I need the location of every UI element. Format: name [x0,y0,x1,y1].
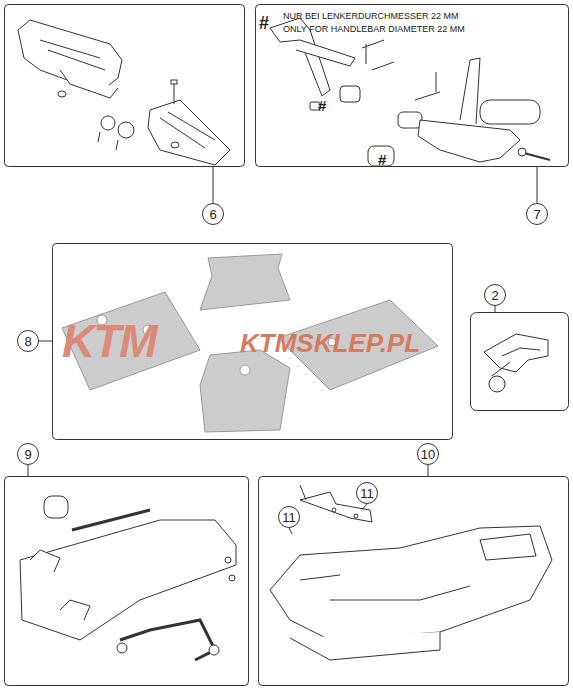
callout-circle: 11 [278,506,300,528]
hand-guard-kit [18,20,230,165]
callout-circle: 8 [17,330,39,352]
callout-circle: 7 [526,203,548,225]
callout-number: 6 [209,208,216,221]
watermark: KTM [62,318,156,364]
panel [259,477,569,686]
chain-guide-part [484,334,548,392]
panel [256,5,569,167]
decal-kit [62,254,438,432]
callout-number: 2 [491,289,498,302]
note-text: ONLY FOR HANDLEBAR DIAMETER 22 MM [283,25,465,34]
note-marker: # [259,14,269,32]
panel [471,313,569,411]
skid-plate-kit-10 [270,485,552,660]
callout-number: 11 [282,511,296,524]
callout-number: 10 [421,448,435,461]
panel [5,477,249,686]
callout-circle: 2 [484,284,506,306]
watermark: KTMSKLEP.PL [240,330,420,356]
panel [5,5,245,167]
note-marker: # [378,152,386,167]
callout-circle: 11 [356,482,378,504]
hand-guard-bracket-kit [270,18,550,166]
panel [53,244,453,440]
leader-lines [28,167,537,534]
callout-circle: 9 [17,443,39,465]
callout-number: 7 [533,208,540,221]
callout-number: 11 [360,487,374,500]
callout-circle: 6 [202,203,224,225]
callout-number: 8 [24,335,31,348]
skid-plate-kit-9 [20,496,236,660]
callout-number: 9 [24,448,31,461]
note-text: NUR BEI LENKERDURCHMESSER 22 MM [283,12,459,21]
note-marker: # [318,98,326,113]
callout-circle: 10 [417,443,439,465]
